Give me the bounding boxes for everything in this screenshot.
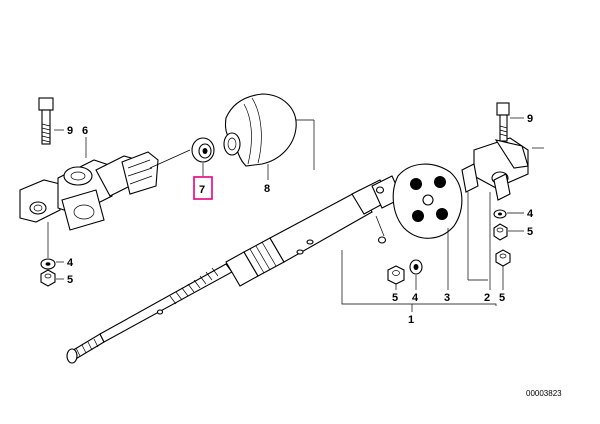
bushing[interactable] [191,137,215,163]
washer-bottom[interactable] [409,259,423,275]
callout-3: 3 [444,292,450,304]
callout-2: 2 [484,292,490,304]
callout-7-highlight [193,176,213,200]
nut-bottom[interactable] [387,265,405,285]
bolt-left[interactable] [38,97,54,145]
callout-8: 8 [264,183,270,195]
callout-6: 6 [82,125,88,137]
flange[interactable] [461,137,529,201]
nut-left[interactable] [40,269,56,287]
callout-5-right: 5 [527,226,533,238]
callout-1: 1 [408,314,414,326]
drawing-number: 00003823 [526,389,562,398]
bolt-right[interactable] [496,102,510,142]
callout-5-left: 5 [67,274,73,286]
steering-shaft[interactable] [66,175,403,364]
callout-4-right: 4 [527,208,534,220]
callout-4-left: 4 [67,257,74,269]
callout-7: 7 [199,184,205,196]
washer-right[interactable] [493,209,507,219]
universal-joint[interactable] [19,151,159,231]
boot[interactable] [223,93,297,167]
nut-right[interactable] [493,223,508,241]
nut-far[interactable] [495,249,511,267]
callout-5-far: 5 [499,292,505,304]
callout-9-left: 9 [67,125,73,137]
callout-4-bottom: 4 [412,292,419,304]
washer-left[interactable] [40,258,56,270]
rubber-disc[interactable] [392,163,463,239]
callout-9-right: 9 [527,113,533,125]
callout-5-bottom: 5 [392,292,398,304]
